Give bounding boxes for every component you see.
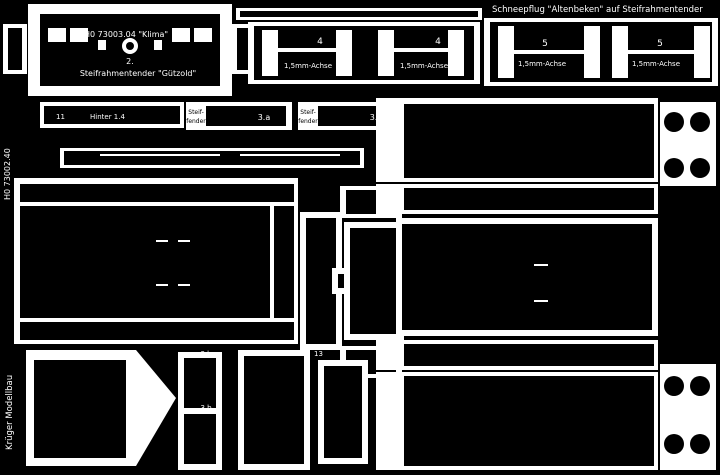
plate-code-text: H0 73003.04 "Klima"	[84, 30, 168, 39]
plate-left-word: HINTEN	[12, 33, 22, 67]
plate-right-word: VORN	[237, 37, 247, 63]
steif-a-label-2: fender	[186, 118, 206, 125]
snowplow-axle-b: 1,5mm-Achse	[632, 60, 680, 68]
tender-plate-part: H0 73003.04 "Klima" 2. Steifrahmentender…	[3, 4, 256, 96]
large-left-panel	[14, 178, 298, 344]
wheel-stack-top	[660, 102, 716, 186]
plate-caption-text: Steifrahmentender "Gützold"	[80, 69, 196, 78]
steif-b-label-1: Steif-	[300, 109, 315, 116]
bottom-label-1: 3.b	[200, 350, 212, 358]
axle-label-a: 1,5mm-Achse	[284, 62, 332, 70]
strip-code: Hinter 1.4	[90, 113, 125, 121]
brand-text: Krüger Modellbau	[5, 375, 15, 450]
axle-number-a: 4	[317, 37, 323, 47]
small-number: 13	[314, 350, 323, 358]
snowplow-number-a: 5	[542, 39, 548, 49]
snowplow-axle-part: Schneepflug "Altenbeken" auf Steifrahmen…	[484, 5, 718, 86]
side-code-text: H0 73002.40	[3, 148, 12, 200]
snowplow-axle-a: 1,5mm-Achse	[518, 60, 566, 68]
panel-bottom-mid	[238, 350, 368, 470]
axle-frame-part: 4 4 1,5mm-Achse 1,5mm-Achse	[236, 8, 482, 84]
plate-number-text: 2.	[126, 57, 134, 66]
axle-number-b: 4	[435, 37, 441, 47]
axle-label-b: 1,5mm-Achse	[400, 62, 448, 70]
steif-a-label-1: Steif-	[188, 109, 203, 116]
right-chassis-part	[376, 98, 658, 470]
steif-a-num: 3.a	[258, 113, 271, 122]
small-part-3b: 3.b 3.b	[178, 350, 222, 470]
snowplow-title: Schneepflug "Altenbeken" auf Steifrahmen…	[492, 5, 703, 15]
wheel-stack-bottom	[660, 364, 716, 470]
nose-shaped-part	[26, 350, 176, 466]
steif-b-label-2: fender	[298, 118, 318, 125]
snowplow-number-b: 5	[657, 39, 663, 49]
strip-number: 11	[56, 113, 65, 121]
tender-strip-part: 11 Hinter 1.4	[40, 102, 364, 168]
steif-fender-part-a: Steif- fender 3.a	[186, 102, 292, 130]
bottom-label-2: 3.b	[200, 404, 212, 412]
